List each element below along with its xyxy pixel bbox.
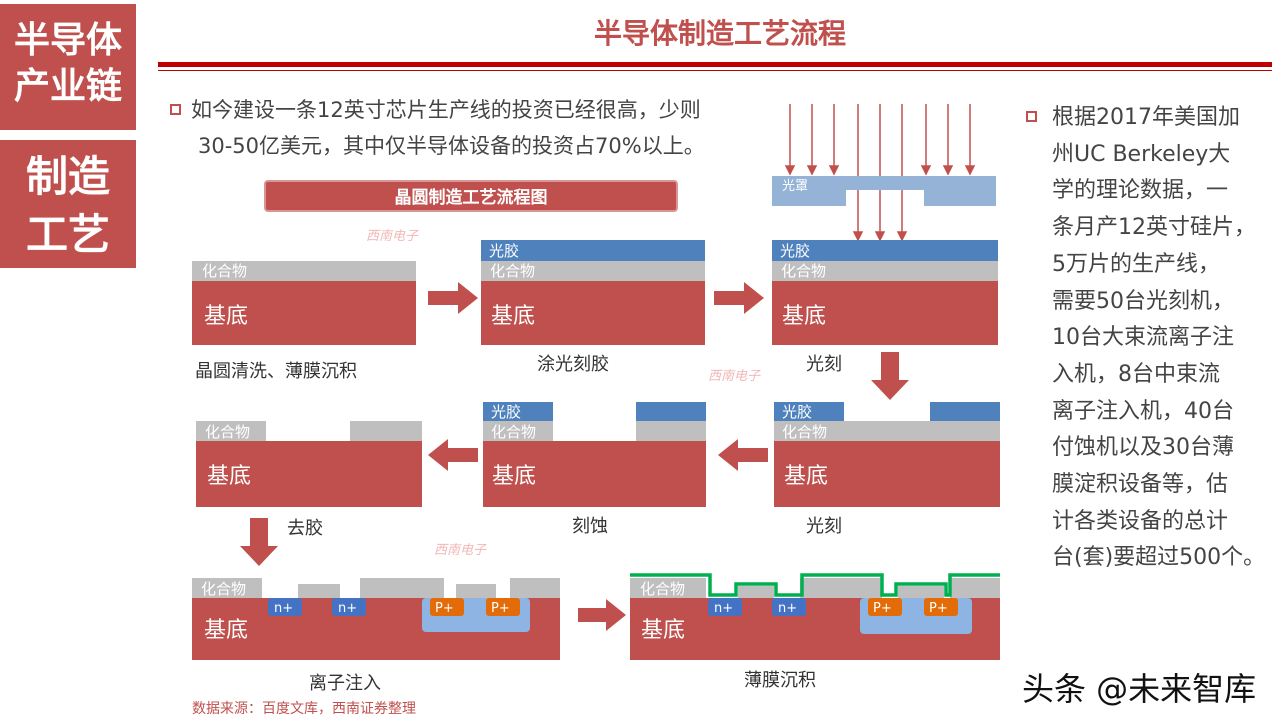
diagram-title: 晶圆制造工艺流程图 — [264, 180, 678, 212]
faint-watermark: 西南电子 — [708, 369, 761, 384]
n-doping-label: n+ — [714, 601, 733, 616]
right-paragraph: 根据2017年美国加州UC Berkeley大学的理论数据，一条月产12英寸硅片… — [1026, 100, 1276, 577]
arrow-down-icon — [240, 518, 278, 566]
step-clean-deposit: 化合物 基底 — [192, 261, 416, 345]
mask-label: 光罩 — [782, 179, 808, 194]
faint-watermark: 西南电子 — [434, 543, 487, 558]
oxide-label: 化合物 — [490, 262, 535, 280]
right-paragraph-line: 州UC Berkeley大 — [1052, 141, 1231, 167]
right-paragraph-line: 条月产12英寸硅片， — [1052, 215, 1256, 241]
substrate-label: 基底 — [204, 618, 248, 643]
oxide-label: 化合物 — [782, 423, 827, 441]
right-paragraph-line: 根据2017年美国加 — [1052, 105, 1240, 131]
step-label-film: 薄膜沉积 — [744, 670, 816, 691]
n-doping-label: n+ — [274, 601, 293, 616]
exposure-light-rays — [784, 104, 976, 242]
step-strip-resist: 化合物 基底 — [196, 421, 422, 507]
page-title: 半导体制造工艺流程 — [593, 17, 846, 50]
bullet-square-icon — [170, 103, 181, 115]
right-paragraph-line: 付蚀机以及30台薄 — [1052, 435, 1234, 461]
right-paragraph-line: 入机，8台中束流 — [1052, 361, 1220, 387]
substrate-label: 基底 — [641, 618, 685, 643]
step-label-etch: 刻蚀 — [572, 516, 608, 537]
arrow-right-icon — [714, 282, 764, 314]
right-paragraph-line: 离子注入机，40台 — [1052, 398, 1234, 424]
substrate-label: 基底 — [204, 304, 248, 329]
source-note: 数据来源：百度文库，西南证券整理 — [192, 701, 416, 717]
p-doping-label: P+ — [873, 601, 892, 616]
deposited-film-line — [630, 573, 1000, 597]
resist-label: 光胶 — [489, 242, 519, 260]
substrate-label: 基底 — [492, 464, 536, 489]
substrate-label: 基底 — [784, 464, 828, 489]
oxide-label: 化合物 — [202, 262, 247, 280]
faint-watermark: 西南电子 — [366, 229, 419, 244]
sidebar-bottom-line1: 制造 — [25, 152, 110, 201]
right-paragraph-line: 需要50台光刻机， — [1052, 288, 1234, 314]
resist-label: 光胶 — [782, 403, 812, 421]
oxide-label: 化合物 — [201, 580, 246, 598]
step-etch: 光胶 化合物 基底 — [483, 402, 706, 507]
right-paragraph-text: 根据2017年美国加州UC Berkeley大学的理论数据，一条月产12英寸硅片… — [1026, 100, 1276, 577]
resist-label: 光胶 — [780, 242, 810, 260]
sidebar-bottom-line2: 工艺 — [25, 210, 110, 259]
step-label-expose-2: 光刻 — [806, 516, 842, 537]
right-paragraph-line: 计各类设备的总计 — [1052, 508, 1229, 534]
right-paragraph-line: 5万片的生产线， — [1052, 251, 1220, 277]
right-paragraph-line: 学的理论数据，一 — [1052, 178, 1229, 204]
right-paragraph-line: 台(套)要超过500个。 — [1052, 545, 1266, 571]
sidebar-top-line1: 半导体 — [13, 20, 122, 61]
p-doping-label: P+ — [929, 601, 948, 616]
intro-paragraph: 如今建设一条12英寸芯片生产线的投资已经很高，少则 30-50亿美元，其中仅半导… — [170, 92, 790, 164]
oxide-label: 化合物 — [640, 580, 685, 598]
step-label-coat: 涂光刻胶 — [537, 354, 609, 375]
intro-line-2: 30-50亿美元，其中仅半导体设备的投资占70%以上。 — [198, 134, 705, 158]
right-paragraph-line: 10台大束流离子注 — [1052, 325, 1234, 351]
intro-line-1: 如今建设一条12英寸芯片生产线的投资已经很高，少则 — [191, 98, 701, 122]
title-divider-thin — [158, 70, 1272, 71]
oxide-label: 化合物 — [491, 423, 536, 441]
photomask — [772, 176, 996, 206]
oxide-label: 化合物 — [781, 262, 826, 280]
toutiao-watermark: 头条 @未来智库 — [1022, 670, 1257, 708]
step-label-clean: 晶圆清洗、薄膜沉积 — [195, 361, 357, 382]
step-ion-implant: n+ n+ P+ P+ 化合物 基底 — [192, 578, 560, 660]
arrow-right-icon — [428, 282, 478, 314]
substrate-label: 基底 — [491, 304, 535, 329]
wafer-process-diagram: 光罩 化合物 基底 晶圆清洗、薄膜沉积 光胶 化合物 基底 涂光刻胶 光胶 化合… — [192, 104, 1000, 694]
oxide-label: 化合物 — [205, 423, 250, 441]
resist-label: 光胶 — [491, 403, 521, 421]
right-paragraph-line: 膜淀积设备等，估 — [1052, 472, 1229, 498]
step-expose: 光胶 化合物 基底 — [772, 240, 998, 345]
bullet-square-icon — [1026, 110, 1037, 122]
arrow-down-icon — [871, 352, 909, 400]
substrate-label: 基底 — [782, 304, 826, 329]
p-doping-label: P+ — [435, 601, 454, 616]
step-expose-developed: 光胶 化合物 基底 — [774, 402, 1000, 507]
step-coat-resist: 光胶 化合物 基底 — [481, 240, 705, 345]
sidebar-section-manufacturing: 制造 工艺 — [0, 140, 136, 268]
sidebar-top-line2: 产业链 — [13, 66, 122, 107]
arrow-right-icon — [578, 599, 626, 631]
step-label-implant: 离子注入 — [309, 673, 381, 694]
step-thin-film-deposition: n+ n+ P+ P+ 化合物 基底 — [630, 573, 1000, 660]
title-divider — [158, 62, 1272, 67]
n-doping-label: n+ — [778, 601, 797, 616]
n-doping-label: n+ — [338, 601, 357, 616]
step-label-expose: 光刻 — [806, 354, 842, 375]
step-label-strip: 去胶 — [287, 518, 323, 539]
arrow-left-icon — [718, 439, 768, 471]
sidebar-section-industry-chain: 半导体 产业链 — [0, 4, 136, 130]
arrow-left-icon — [428, 439, 478, 471]
p-doping-label: P+ — [491, 601, 510, 616]
substrate-label: 基底 — [207, 464, 251, 489]
